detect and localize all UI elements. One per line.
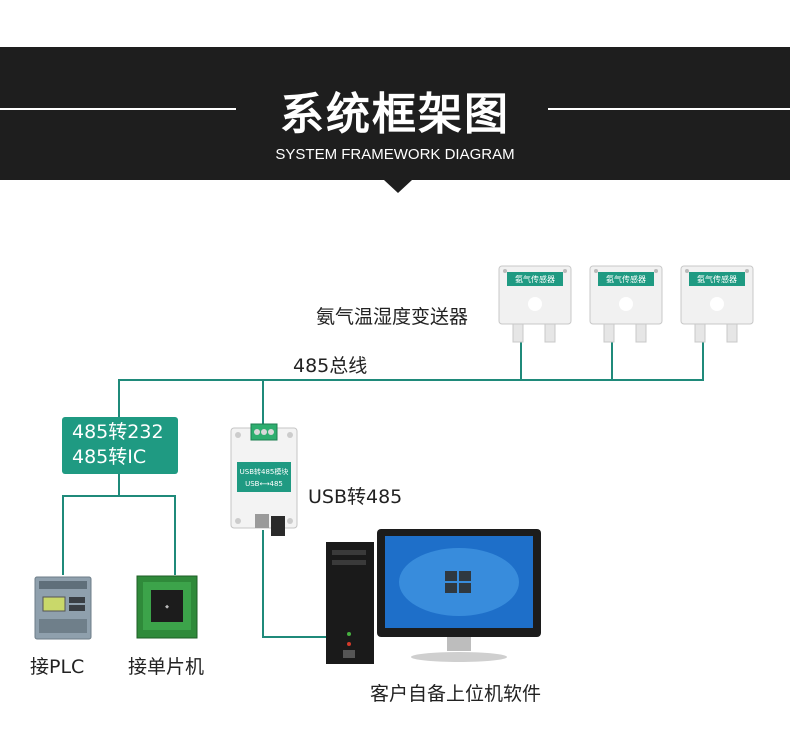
mcu-board: ◆ [136, 575, 198, 639]
bus-line [118, 379, 704, 381]
mcu-label: 接单片机 [128, 656, 205, 678]
header-divider-right [548, 108, 790, 110]
converter-line-1: 485转232 [72, 421, 164, 443]
plc-label: 接PLC [30, 656, 85, 678]
sensor-device-label: 氨气传感器 [515, 274, 555, 284]
sensor-group-label: 氨气温湿度变送器 [316, 306, 469, 328]
usb-module-label: USB转485 [308, 486, 403, 508]
converter-line-2: 485转IC [72, 446, 147, 468]
banner-pointer [384, 180, 412, 193]
usb-to-pc-down [262, 530, 264, 638]
plc-device [34, 576, 92, 640]
svg-text:◆: ◆ [165, 604, 169, 610]
sensor-device-label: 氨气传感器 [697, 274, 737, 284]
sensor-drop-3 [702, 340, 704, 381]
sensor-drop-1 [520, 340, 522, 381]
page-subtitle: SYSTEM FRAMEWORK DIAGRAM [275, 146, 515, 163]
ammonia-sensor-2: 氨气传感器 [589, 265, 663, 343]
header-banner [0, 47, 790, 180]
bus-label: 485总线 [293, 355, 368, 377]
sensor-drop-2 [611, 340, 613, 381]
converter-down [118, 474, 120, 497]
page-title: 系统框架图 [280, 89, 510, 140]
usb-485-module: USB转485模块 USB⟷485 [230, 423, 298, 536]
branch-to-plc [62, 495, 64, 575]
header-divider-left [0, 108, 236, 110]
branch-to-mcu [174, 495, 176, 575]
sensor-device-label: 氨气传感器 [606, 274, 646, 284]
converter-box: 485转232 485转IC [62, 417, 178, 474]
ammonia-sensor-1: 氨气传感器 [498, 265, 572, 343]
monitor [377, 529, 541, 662]
usb-module-panel-text: USB转485模块 [240, 467, 289, 476]
branch-line [62, 495, 176, 497]
bus-to-usb-module [262, 379, 264, 427]
ammonia-sensor-3: 氨气传感器 [680, 265, 754, 343]
pc-label: 客户自备上位机软件 [370, 683, 542, 705]
pc-tower [326, 542, 374, 664]
usb-to-pc-across [262, 636, 326, 638]
usb-module-panel-sub: USB⟷485 [245, 480, 283, 488]
bus-to-converter [118, 379, 120, 419]
